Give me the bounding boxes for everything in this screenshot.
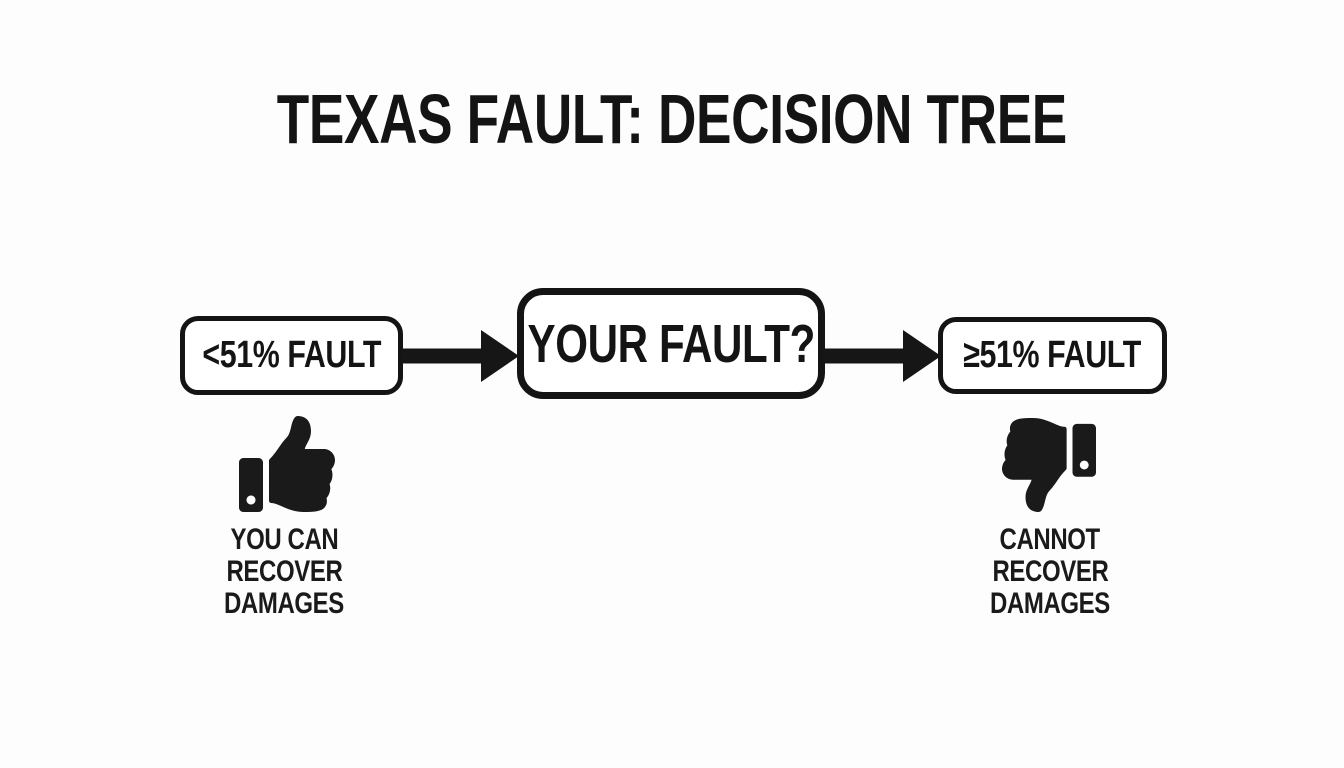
outcome-caption-can-recover: YOU CAN RECOVER DAMAGES	[177, 524, 391, 620]
caption-line: CANNOT	[999, 523, 1101, 556]
caption-line: RECOVER	[226, 555, 342, 588]
caption-line: RECOVER	[992, 555, 1108, 588]
node-your-fault: YOUR FAULT?	[517, 288, 825, 399]
page-title-text: TEXAS FAULT: DECISION TREE	[276, 80, 1068, 158]
arrow-right-icon	[401, 330, 519, 382]
thumbs-up-icon	[239, 416, 335, 512]
thumbs-down-icon	[1002, 418, 1096, 512]
node-less-than-51-fault: <51% FAULT	[180, 316, 403, 395]
caption-line: YOU CAN	[230, 523, 338, 556]
node-label: <51% FAULT	[202, 334, 381, 376]
node-label: ≥51% FAULT	[963, 334, 1142, 376]
outcome-caption-cannot-recover: CANNOT RECOVER DAMAGES	[943, 524, 1157, 620]
node-at-least-51-fault: ≥51% FAULT	[938, 317, 1167, 394]
arrow-right-icon	[823, 330, 941, 382]
node-label: YOUR FAULT?	[527, 313, 815, 374]
page-title: TEXAS FAULT: DECISION TREE	[0, 84, 1344, 154]
caption-line: DAMAGES	[990, 587, 1110, 620]
caption-line: DAMAGES	[224, 587, 344, 620]
